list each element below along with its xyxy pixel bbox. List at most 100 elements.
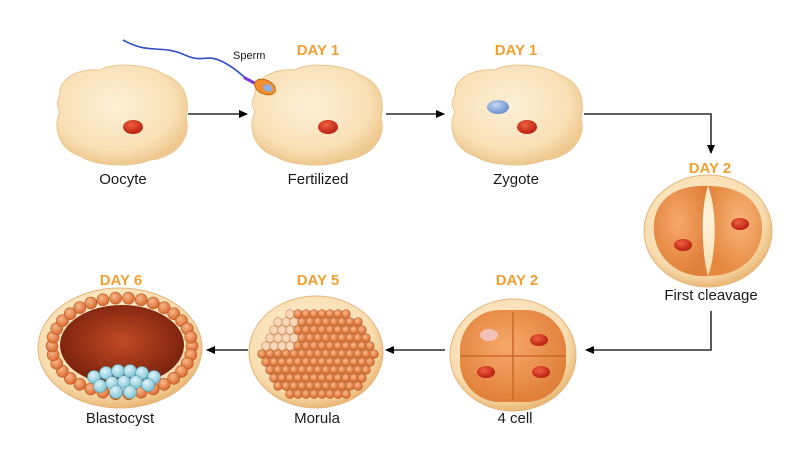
morula-cell	[361, 333, 371, 343]
morula-cell	[301, 341, 311, 351]
morula-cell	[353, 381, 363, 391]
morula-cell	[313, 381, 323, 391]
morula-cell	[329, 381, 339, 391]
stage-label-zygote: Zygote	[493, 171, 539, 188]
sperm-label: Sperm	[233, 50, 266, 62]
trophoblast-cell	[84, 296, 98, 310]
morula-cell	[317, 373, 327, 383]
morula-cell	[341, 309, 351, 319]
morula-cell	[309, 373, 319, 383]
morula-cell	[285, 373, 295, 383]
morula-cell	[281, 317, 291, 327]
morula-cell	[365, 341, 375, 351]
fertilized-cell	[251, 64, 383, 166]
morula-cell	[293, 373, 303, 383]
stage-label-blastocyst: Blastocyst	[85, 410, 155, 427]
blastocyst-embryo	[37, 287, 203, 409]
stage-label-four-cell: 4 cell	[497, 410, 533, 427]
morula-cell	[345, 317, 355, 327]
day-label-fertilized: DAY 1	[296, 42, 340, 59]
morula-cell	[289, 349, 299, 359]
morula-cell	[333, 309, 343, 319]
morula-cell	[285, 357, 295, 367]
morula-cell	[269, 373, 279, 383]
morula-cell	[341, 357, 351, 367]
morula-cell	[293, 389, 303, 399]
morula-cell	[329, 317, 339, 327]
morula-cell	[361, 349, 371, 359]
morula-cell	[325, 341, 335, 351]
morula-cell	[349, 341, 359, 351]
morula-cell	[305, 349, 315, 359]
morula-cell	[337, 349, 347, 359]
morula-cell	[277, 325, 287, 335]
morula-cell	[273, 333, 283, 343]
morula-cell	[305, 381, 315, 391]
morula-cell	[265, 333, 275, 343]
morula-cell	[321, 349, 331, 359]
morula-cell	[293, 325, 303, 335]
day-label-zygote: DAY 1	[494, 42, 538, 59]
morula-cell	[289, 381, 299, 391]
trophoblast-cell	[184, 330, 198, 344]
morula-cell	[277, 341, 287, 351]
morula-cell	[317, 389, 327, 399]
morula-cell	[317, 341, 327, 351]
trophoblast-cell	[63, 307, 77, 320]
blastomere-left	[653, 185, 708, 277]
morula-cell-cluster	[257, 309, 379, 399]
trophoblast-cell	[122, 291, 135, 305]
arrow-zygote-to-cleavage	[584, 113, 715, 154]
morula-cell	[269, 325, 279, 335]
trophoblast-cell	[157, 301, 171, 314]
morula-cell	[317, 325, 327, 335]
inner-cell	[123, 385, 137, 399]
morula-cell	[313, 333, 323, 343]
zygote-cell	[451, 64, 583, 166]
morula-cell	[321, 317, 331, 327]
four-cell-embryo	[449, 298, 577, 412]
morula-cell	[277, 357, 287, 367]
morula-cell	[321, 333, 331, 343]
trophoblast-cell	[167, 372, 181, 385]
morula-cell	[281, 333, 291, 343]
morula-cell	[329, 349, 339, 359]
day-label-morula: DAY 5	[296, 272, 340, 289]
morula-cell	[261, 357, 271, 367]
inner-cell-mass	[87, 364, 161, 399]
morula-cell	[349, 357, 359, 367]
inner-cell	[109, 385, 123, 399]
morula-cell	[365, 357, 375, 367]
morula-cell	[289, 365, 299, 375]
morula-cell	[333, 325, 343, 335]
morula-cell	[341, 373, 351, 383]
morula-cell	[289, 317, 299, 327]
morula-cell	[357, 373, 367, 383]
morula-cell	[345, 349, 355, 359]
morula-cell	[273, 349, 283, 359]
morula-cell	[301, 325, 311, 335]
morula-cell	[301, 309, 311, 319]
morula-cell	[297, 333, 307, 343]
female-pronucleus	[517, 120, 537, 134]
stage-label-fertilized: Fertilized	[287, 171, 349, 188]
morula-cell	[301, 357, 311, 367]
morula-cell	[333, 357, 343, 367]
morula-cell	[345, 381, 355, 391]
morula-cell	[289, 333, 299, 343]
morula-cell	[297, 381, 307, 391]
morula-cell	[265, 365, 275, 375]
morula-cell	[345, 333, 355, 343]
morula-cell	[297, 349, 307, 359]
morula-cell	[269, 341, 279, 351]
blastocoel-cavity	[60, 305, 184, 385]
morula-cell	[277, 373, 287, 383]
trophoblast-cell	[134, 293, 148, 307]
morula-cell	[285, 341, 295, 351]
male-pronucleus	[487, 100, 509, 114]
morula-cell	[317, 309, 327, 319]
morula-cell	[369, 349, 379, 359]
morula-cell	[269, 357, 279, 367]
morula-cell	[337, 333, 347, 343]
morula-cell	[281, 365, 291, 375]
